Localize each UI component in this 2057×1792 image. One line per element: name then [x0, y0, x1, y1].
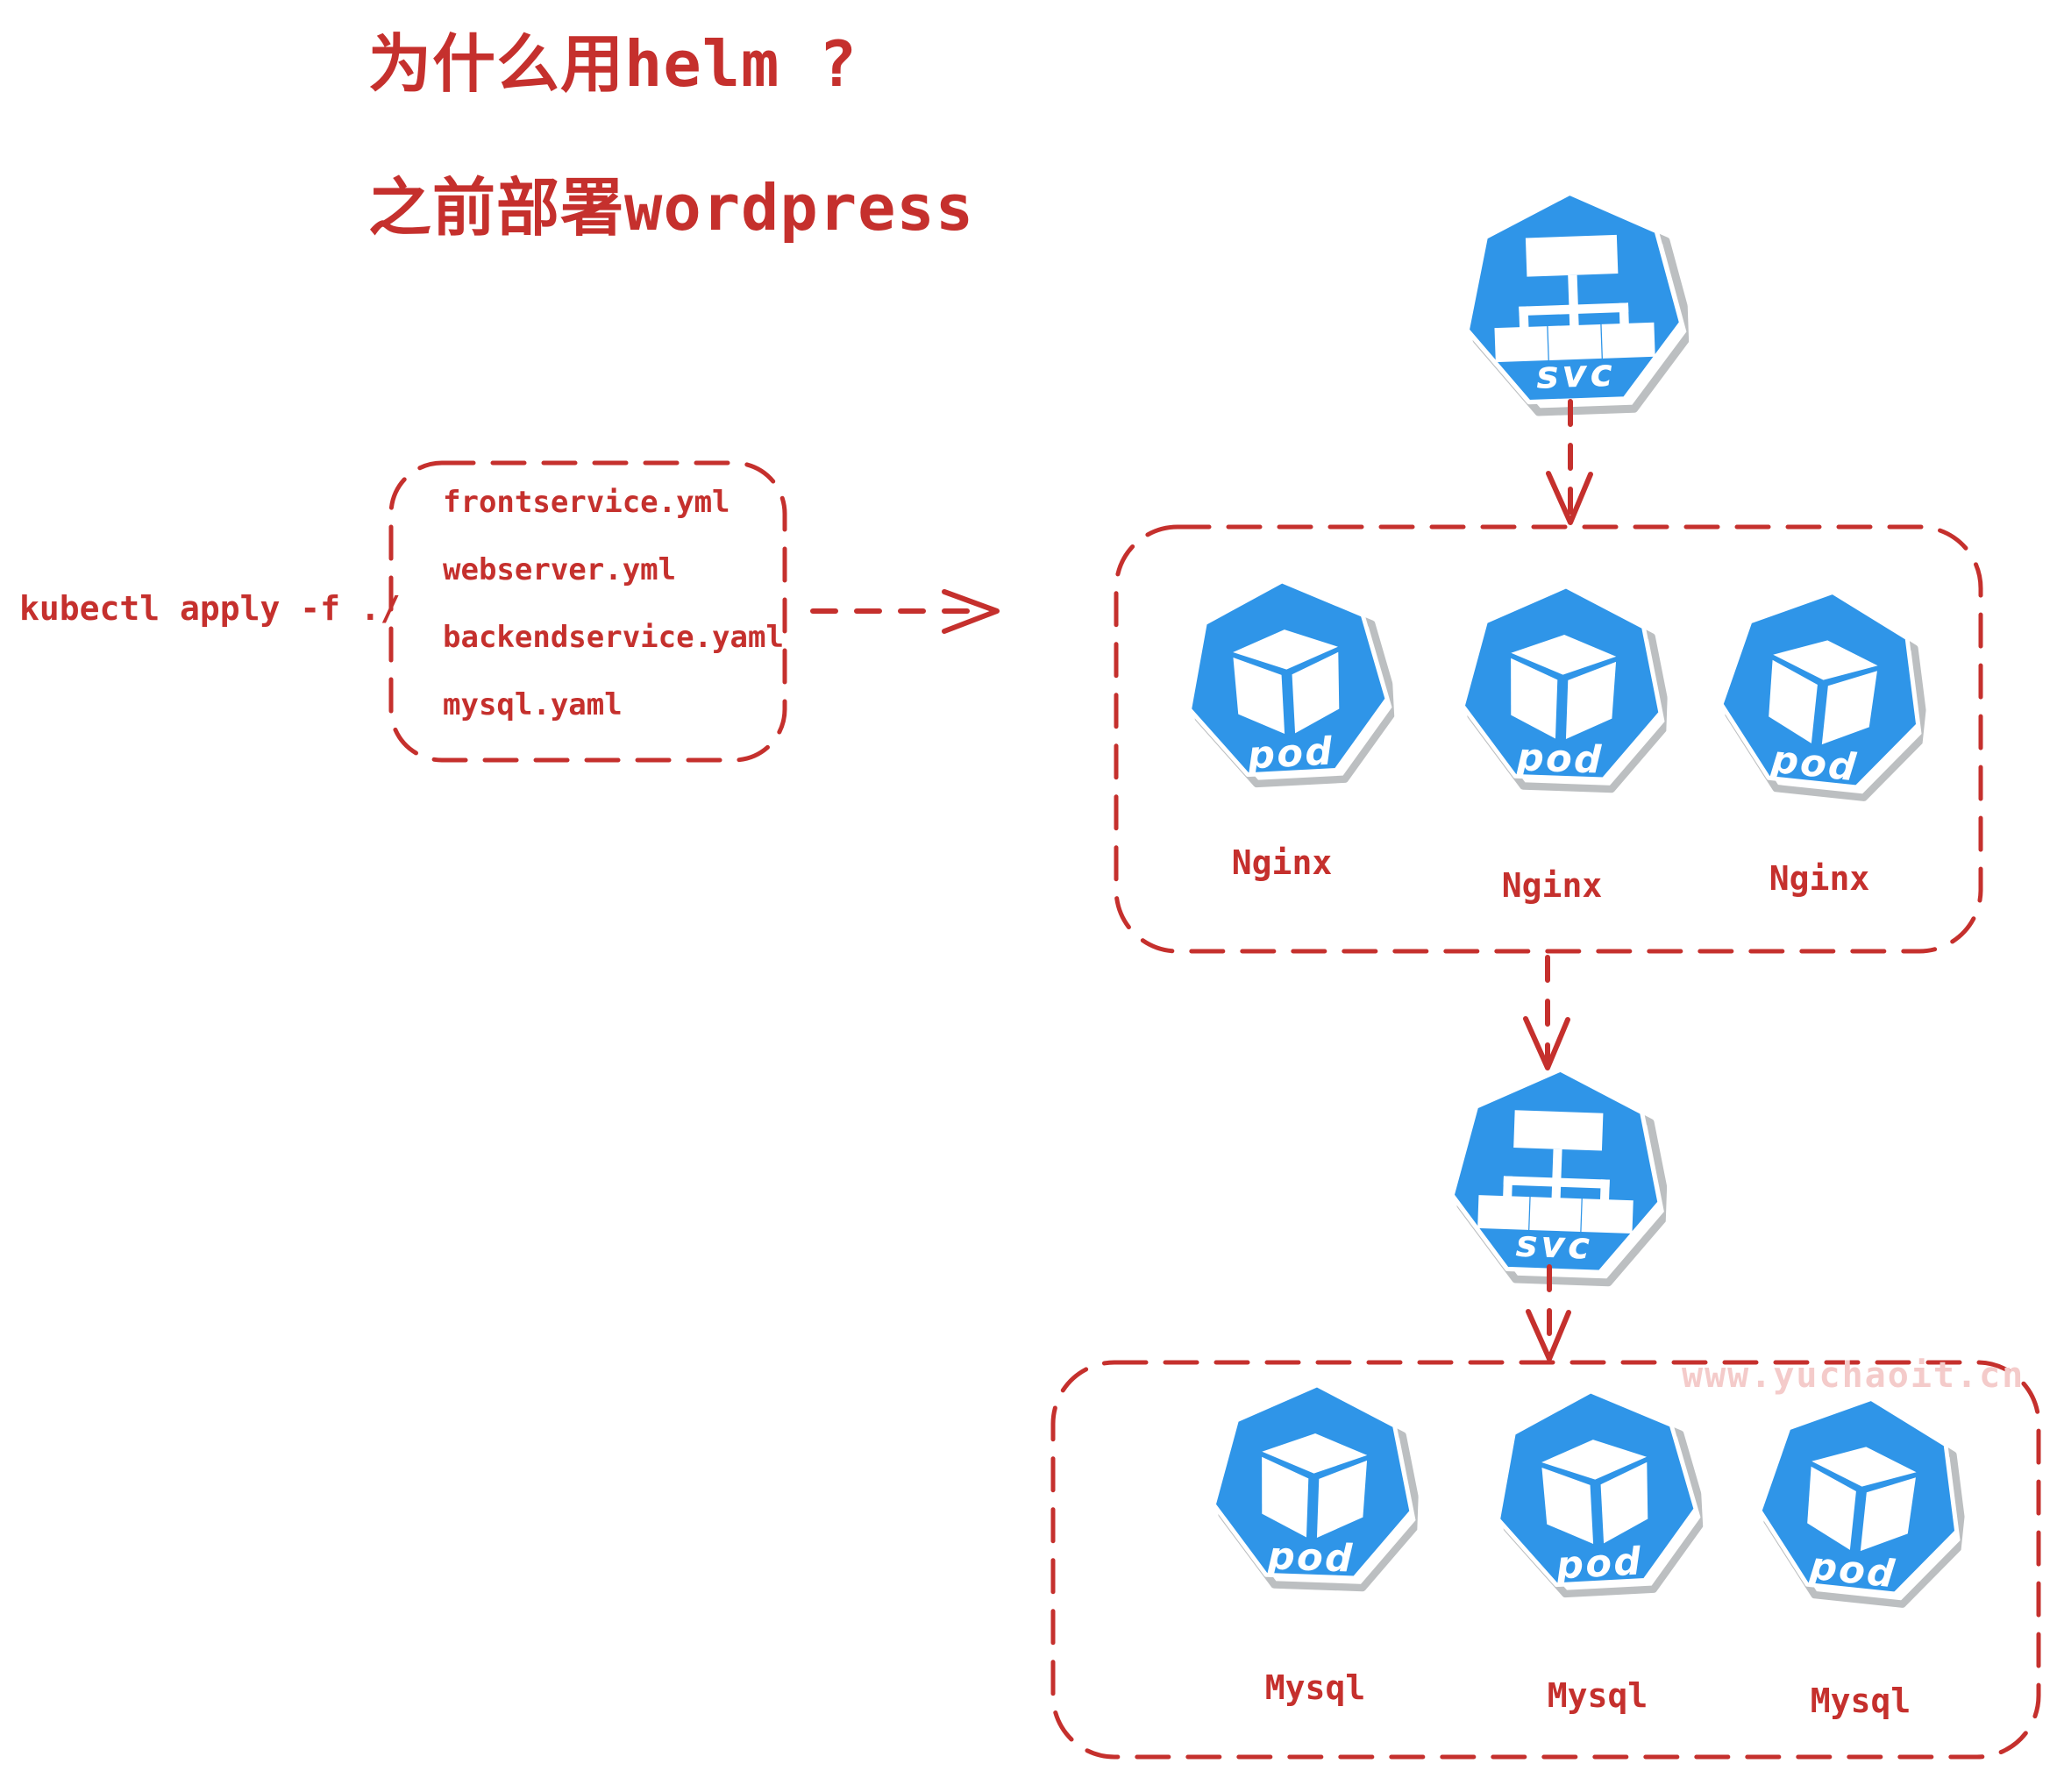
pod-icon-label: pod: [1807, 1544, 1898, 1596]
pod-icon: pod: [1485, 1382, 1706, 1603]
pod-icon-label: pod: [1246, 729, 1335, 778]
mysql-pods-box-border: [1050, 1360, 2041, 1760]
svc-icon: svc: [1441, 1062, 1673, 1291]
pod-icon: pod: [1706, 577, 1938, 808]
mysql-pod-label: Mysql: [1810, 1682, 1911, 1720]
nginx-pod-label: Nginx: [1769, 859, 1870, 898]
arrow-files-to-nginx-icon: [810, 589, 1000, 634]
nginx-pods-box-border: [1114, 524, 1983, 954]
mysql-pod-label: Mysql: [1547, 1676, 1648, 1715]
pod-icon: pod: [1454, 579, 1671, 796]
arrow-svc-to-mysql-box-icon: [1526, 1264, 1571, 1362]
pod-icon: pod: [1745, 1383, 1976, 1615]
files-list: frontservice.yml webserver.yml backendse…: [443, 484, 784, 754]
file-item: backendservice.yaml: [443, 620, 784, 655]
page-title: 为什么用helm ?: [368, 27, 858, 101]
mysql-pod-label: Mysql: [1264, 1668, 1366, 1707]
arrow-nginx-box-to-svc-icon: [1523, 955, 1570, 1070]
page-subtitle: 之前部署wordpress: [368, 171, 975, 245]
pod-icon-label: pod: [1266, 1534, 1355, 1581]
watermark: www.yuchaoit.cn: [1682, 1355, 2025, 1396]
svc-icon: svc: [1454, 184, 1694, 420]
file-item: frontservice.yml: [443, 485, 730, 520]
pod-icon-label: pod: [1769, 737, 1860, 790]
pod-icon-label: pod: [1555, 1540, 1644, 1588]
arrow-svc-to-nginx-box-icon: [1546, 399, 1593, 525]
nginx-pod-label: Nginx: [1231, 843, 1333, 882]
pod-icon-label: pod: [1515, 736, 1604, 782]
pod-icon: pod: [1177, 572, 1398, 793]
file-item: webserver.yml: [443, 552, 677, 587]
file-item: mysql.yaml: [443, 687, 623, 722]
files-box-border: [388, 460, 787, 763]
kubectl-command-text: kubectl apply -f ./: [19, 589, 401, 628]
svc-icon-label: svc: [1535, 352, 1616, 398]
svc-icon-label: svc: [1515, 1222, 1594, 1268]
nginx-pod-label: Nginx: [1501, 866, 1603, 905]
pod-icon: pod: [1205, 1377, 1422, 1595]
